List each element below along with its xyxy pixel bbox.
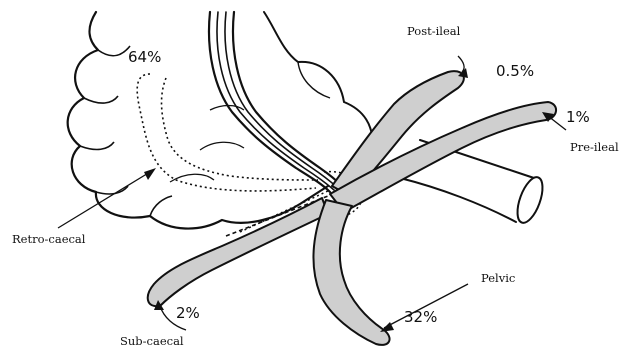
pointer-lines	[58, 56, 566, 330]
haustra-fold-4	[96, 186, 128, 194]
haustra-fold-2	[84, 96, 118, 103]
retro-caecal-appendix	[137, 74, 316, 191]
label-pre-ileal: Pre-ileal	[570, 140, 619, 154]
label-post-ileal: Post-ileal	[407, 24, 461, 38]
sub-caecal-appendix	[148, 198, 328, 306]
colon-fold-lower	[200, 142, 244, 150]
label-pelvic: Pelvic	[481, 271, 515, 285]
pelvic-appendix	[313, 200, 389, 345]
colon-bulge-inner	[298, 62, 330, 98]
haustra-fold-3	[80, 142, 114, 149]
label-sub-caecal: Sub-caecal	[120, 334, 184, 348]
percent-retro-caecal: 64%	[128, 48, 161, 66]
percent-sub-caecal: 2%	[176, 304, 200, 322]
percent-pelvic: 32%	[404, 308, 437, 326]
caecum-outline	[68, 12, 328, 229]
taenia-coli-band	[209, 12, 342, 192]
pointer-retro-caecal	[58, 172, 150, 228]
label-retro-caecal: Retro-caecal	[12, 232, 86, 246]
retro-caecal-appendix-inner	[162, 78, 318, 180]
percent-post-ileal: 0.5%	[496, 62, 534, 80]
ileum-cut-end	[512, 174, 547, 226]
haustra-fold-5	[150, 196, 172, 216]
haustra-fold-1	[98, 46, 130, 56]
pointer-post-ileal	[458, 56, 464, 72]
arrowhead-retro-caecal	[144, 168, 156, 180]
percent-pre-ileal: 1%	[566, 108, 590, 126]
